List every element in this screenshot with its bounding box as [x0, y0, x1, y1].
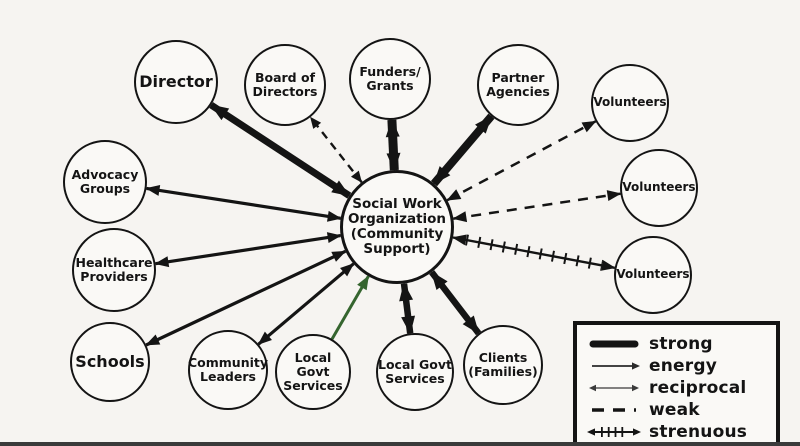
legend-box: strong energy reciprocal weak — [573, 321, 780, 446]
node-volunteers-1: Volunteers — [591, 64, 669, 142]
node-schools: Schools — [70, 322, 150, 402]
edge-center-funders-grants — [385, 118, 401, 172]
center-node-label: Social Work Organization (Community Supp… — [347, 195, 447, 258]
node-label: Volunteers — [622, 180, 696, 195]
edge-center-schools — [145, 249, 347, 347]
weak-dashed-line-icon — [592, 408, 636, 412]
legend-label: strong — [649, 334, 713, 354]
node-label: Director — [139, 72, 213, 92]
legend-label: reciprocal — [649, 378, 747, 398]
legend-row-reciprocal: reciprocal — [587, 377, 768, 399]
node-label: Funders/ Grants — [359, 64, 421, 93]
legend-row-strenuous: strenuous — [587, 421, 768, 443]
node-label: Partner Agencies — [486, 70, 550, 99]
legend-row-energy: energy — [587, 355, 768, 377]
node-label: Healthcare Providers — [75, 255, 153, 284]
node-social-work-organization: Social Work Organization (Community Supp… — [340, 170, 454, 284]
node-volunteers-2: Volunteers — [620, 149, 698, 227]
node-label: Local Govt Services — [378, 357, 453, 386]
node-healthcare-providers: Healthcare Providers — [72, 228, 156, 312]
edge-center-volunteers-1 — [446, 120, 597, 202]
legend-row-strong: strong — [587, 333, 768, 355]
node-advocacy-groups: Advocacy Groups — [63, 140, 147, 224]
node-partner-agencies: Partner Agencies — [477, 44, 559, 126]
node-volunteers-3: Volunteers — [614, 236, 692, 314]
edge-center-clients-families — [429, 270, 482, 336]
edge-center-advocacy-groups — [145, 184, 342, 222]
node-clients-families: Clients (Families) — [463, 325, 543, 405]
strenuous-hatched-arrow-icon — [587, 427, 641, 437]
node-label: Volunteers — [616, 267, 690, 282]
node-label: Local Govt Services — [283, 350, 343, 393]
edge-local-govt-services-1-center — [330, 275, 370, 340]
node-local-govt-services-1: Local Govt Services — [275, 334, 351, 410]
node-board-of-directors: Board of Directors — [244, 44, 326, 126]
edge-center-healthcare-providers — [154, 232, 342, 268]
node-local-govt-services-2: Local Govt Services — [376, 333, 454, 411]
node-director: Director — [134, 40, 218, 124]
legend-label: energy — [649, 356, 717, 376]
node-label: Schools — [75, 352, 145, 372]
node-label: Volunteers — [593, 95, 667, 110]
legend-label: strenuous — [649, 422, 748, 442]
node-label: Community Leaders — [187, 355, 269, 384]
edge-center-partner-agencies — [430, 113, 495, 187]
legend-label: weak — [649, 400, 700, 420]
edge-center-community-leaders — [257, 262, 355, 346]
energy-arrow-icon — [592, 362, 640, 370]
edge-center-volunteers-2 — [452, 190, 622, 223]
node-community-leaders: Community Leaders — [188, 330, 268, 410]
node-label: Advocacy Groups — [71, 167, 139, 196]
edge-center-local-govt-services-2 — [399, 282, 416, 335]
legend-row-weak: weak — [587, 399, 768, 421]
node-label: Clients (Families) — [468, 350, 538, 379]
node-label: Board of Directors — [252, 70, 318, 99]
node-funders-grants: Funders/ Grants — [349, 38, 431, 120]
video-frame-bottom-edge — [0, 442, 800, 446]
reciprocal-arrow-icon — [589, 384, 639, 392]
strong-line-icon — [589, 340, 639, 348]
